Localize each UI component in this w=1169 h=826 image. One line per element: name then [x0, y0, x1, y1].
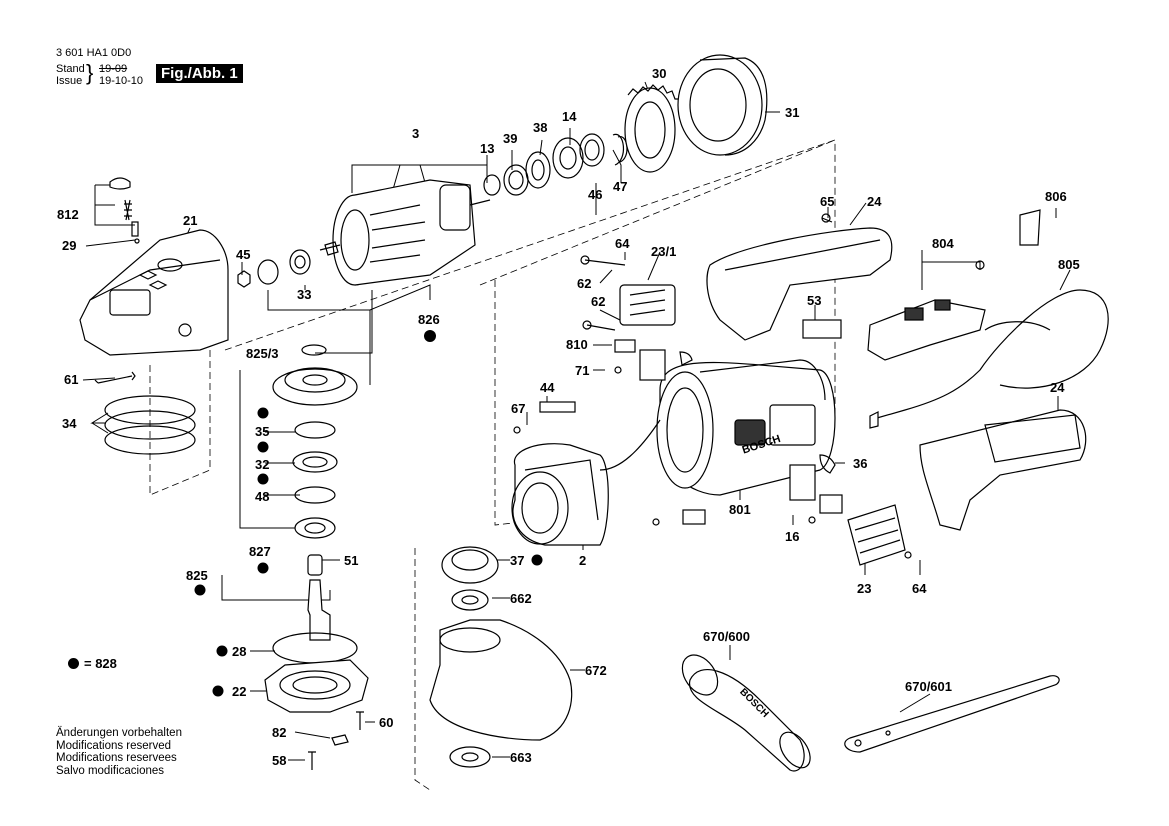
part-label-672: 672	[585, 663, 607, 678]
part-label-825: 825	[186, 568, 208, 583]
part-label-67: 67	[511, 401, 525, 416]
part-label-21: 21	[183, 213, 197, 228]
part-label-64-top: 64	[615, 236, 630, 251]
part-label-663: 663	[510, 750, 532, 765]
lower-guard-set	[429, 546, 573, 768]
callout-dots	[194, 330, 543, 697]
part-label-23: 23	[857, 581, 871, 596]
part-label-3: 3	[412, 126, 419, 141]
part-label-71: 71	[575, 363, 589, 378]
part-label-804: 804	[932, 236, 954, 251]
part-label-32: 32	[255, 457, 269, 472]
part-label-30: 30	[652, 66, 666, 81]
part-label-805: 805	[1058, 257, 1080, 272]
spindle-lock-parts	[109, 177, 140, 244]
part-label-826: 826	[418, 312, 440, 327]
auxiliary-handle	[681, 654, 811, 772]
small-parts-center	[513, 213, 985, 566]
part-label-825-3: 825/3	[246, 346, 279, 361]
part-label-28: 28	[232, 644, 246, 659]
part-labels: 3 13 39 38 14 30 31 46 47 812 29 21 45 3…	[57, 66, 1080, 768]
part-label-16: 16	[785, 529, 799, 544]
note-fr: Modifications reservees	[56, 752, 177, 765]
leader-lines	[82, 81, 1071, 761]
part-label-36: 36	[853, 456, 867, 471]
rear-handle-top	[706, 217, 893, 341]
part-label-45: 45	[236, 247, 250, 262]
part-label-64-bottom: 64	[912, 581, 927, 596]
part-label-812: 812	[57, 207, 79, 222]
flange-stack	[272, 344, 358, 539]
stand-label: Stand	[56, 63, 85, 75]
note-en: Modifications reserved	[56, 739, 172, 752]
part-label-670-601: 670/601	[905, 679, 952, 694]
motor-housing	[656, 359, 836, 496]
power-cord	[869, 209, 1109, 429]
part-label-31: 31	[785, 105, 799, 120]
part-label-51: 51	[344, 553, 358, 568]
part-label-60: 60	[379, 715, 393, 730]
gear-and-head	[624, 54, 768, 173]
legend-dot-icon	[68, 658, 79, 669]
part-label-37: 37	[510, 553, 524, 568]
part-label-29: 29	[62, 238, 76, 253]
part-label-670-600: 670/600	[703, 629, 750, 644]
rear-handle-bottom	[919, 409, 1087, 531]
switch-assembly	[867, 299, 986, 361]
doc-number: 3 601 HA1 0D0	[56, 47, 132, 59]
part-label-24-top: 24	[867, 194, 882, 209]
legend: = 828	[68, 656, 117, 671]
part-label-810: 810	[566, 337, 588, 352]
modification-notes: Änderungen vorbehalten Modifications res…	[56, 727, 182, 777]
spanner-wrench	[844, 675, 1060, 753]
part-label-24-bottom: 24	[1050, 380, 1065, 395]
part-label-82: 82	[272, 725, 286, 740]
armature	[319, 179, 491, 286]
part-label-47: 47	[613, 179, 627, 194]
part-label-61: 61	[64, 372, 78, 387]
part-label-14: 14	[562, 109, 577, 124]
part-label-46: 46	[588, 187, 602, 202]
screw-and-rings	[94, 371, 196, 455]
part-label-48: 48	[255, 489, 269, 504]
old-date: 19-09	[99, 63, 128, 75]
part-label-33: 33	[297, 287, 311, 302]
part-label-806: 806	[1045, 189, 1067, 204]
note-de: Änderungen vorbehalten	[56, 727, 182, 739]
part-label-62-a: 62	[577, 276, 591, 291]
part-label-662: 662	[510, 591, 532, 606]
spindle-and-flange	[264, 554, 369, 770]
part-label-44: 44	[540, 380, 555, 395]
header-brace: }	[86, 60, 94, 85]
issue-label: Issue	[56, 75, 83, 87]
part-label-34: 34	[62, 416, 77, 431]
part-label-827: 827	[249, 544, 271, 559]
bearings-top	[483, 133, 628, 196]
note-es: Salvo modificaciones	[56, 764, 165, 777]
stator	[511, 419, 661, 546]
part-label-35: 35	[255, 424, 269, 439]
part-label-62-b: 62	[591, 294, 605, 309]
gear-head-cover	[79, 229, 229, 356]
legend-text: = 828	[84, 656, 117, 671]
part-label-65: 65	[820, 194, 834, 209]
nut-and-spacer	[237, 249, 311, 288]
figure-label: Fig./Abb. 1	[156, 64, 243, 83]
part-label-13: 13	[480, 141, 494, 156]
part-label-39: 39	[503, 131, 517, 146]
part-label-58: 58	[272, 753, 286, 768]
new-date: 19-10-10	[99, 75, 144, 87]
part-label-2: 2	[579, 553, 586, 568]
part-label-23-1: 23/1	[651, 244, 676, 259]
part-label-22: 22	[232, 684, 246, 699]
part-label-53: 53	[807, 293, 821, 308]
part-label-801: 801	[729, 502, 751, 517]
part-label-38: 38	[533, 120, 547, 135]
